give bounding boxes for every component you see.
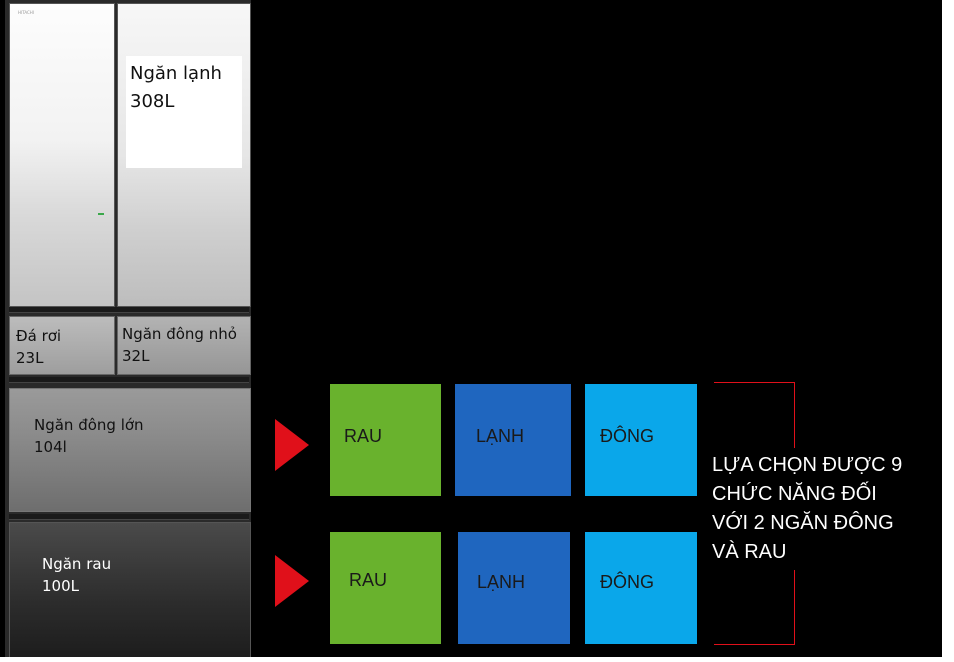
brand-logo: HITACHI <box>18 10 34 15</box>
compartment-name: Đá rơi <box>16 327 62 345</box>
large-freezer-label: Ngăn đông lớn 104l <box>34 414 144 458</box>
ice-compartment-label: Đá rơi 23L <box>16 325 61 369</box>
compartment-name: Ngăn đông nhỏ <box>122 325 237 343</box>
fridge-left-door: HITACHI <box>9 3 115 307</box>
compartment-name: Ngăn lạnh <box>130 63 222 84</box>
option-label: RAU <box>344 425 383 446</box>
option-rau-box: RAU <box>330 384 441 496</box>
note-background <box>700 448 910 570</box>
compartment-name: Ngăn rau <box>42 555 112 573</box>
bracket-bottom <box>714 644 795 645</box>
small-freezer-label: Ngăn đông nhỏ 32L <box>122 323 237 367</box>
drawer-divider <box>9 307 249 313</box>
door-indicator-light <box>98 213 104 215</box>
compartment-capacity: 23L <box>16 349 44 367</box>
arrow-right-icon <box>275 419 309 471</box>
small-freezer-drawer <box>117 316 251 375</box>
large-freezer-drawer <box>9 388 251 512</box>
option-label: ĐÔNG <box>600 571 654 592</box>
ice-drawer <box>9 316 115 375</box>
note-line: VỚI 2 NGĂN ĐÔNG <box>712 512 894 534</box>
vegetable-drawer <box>9 522 251 657</box>
option-dong-box: ĐÔNG <box>585 532 697 644</box>
vegetable-drawer-label: Ngăn rau 100L <box>42 553 111 597</box>
option-label: LẠNH <box>477 571 526 592</box>
compartment-capacity: 308L <box>130 91 175 112</box>
note-line: CHỨC NĂNG ĐỐI <box>712 483 877 505</box>
option-label: ĐÔNG <box>600 425 654 446</box>
option-label: RAU <box>349 569 388 590</box>
fridge-compartment-label-card <box>126 56 242 168</box>
compartment-name: Ngăn đông lớn <box>34 416 144 434</box>
diagram-canvas: HITACHI Ngăn lạnh 308L Đá rơi 23L Ngăn đ… <box>0 0 942 657</box>
arrow-right-icon <box>275 555 309 607</box>
fridge-image: HITACHI <box>5 0 251 657</box>
option-dong-box: ĐÔNG <box>585 384 697 496</box>
compartment-capacity: 32L <box>122 347 150 365</box>
drawer-divider <box>9 377 249 383</box>
drawer-divider <box>9 514 249 520</box>
option-lanh-box: LẠNH <box>458 532 570 644</box>
option-lanh-box: LẠNH <box>455 384 571 496</box>
feature-note: LỰA CHỌN ĐƯỢC 9 CHỨC NĂNG ĐỐI VỚI 2 NGĂN… <box>712 451 902 567</box>
bracket-top <box>714 382 795 383</box>
fridge-compartment-label: Ngăn lạnh 308L <box>130 60 222 116</box>
compartment-capacity: 104l <box>34 438 67 456</box>
note-line: LỰA CHỌN ĐƯỢC 9 <box>712 454 903 476</box>
option-label: LẠNH <box>476 425 525 446</box>
option-rau-box: RAU <box>330 532 441 644</box>
note-line: VÀ RAU <box>712 541 787 563</box>
compartment-capacity: 100L <box>42 577 79 595</box>
fridge-right-door <box>117 3 251 307</box>
